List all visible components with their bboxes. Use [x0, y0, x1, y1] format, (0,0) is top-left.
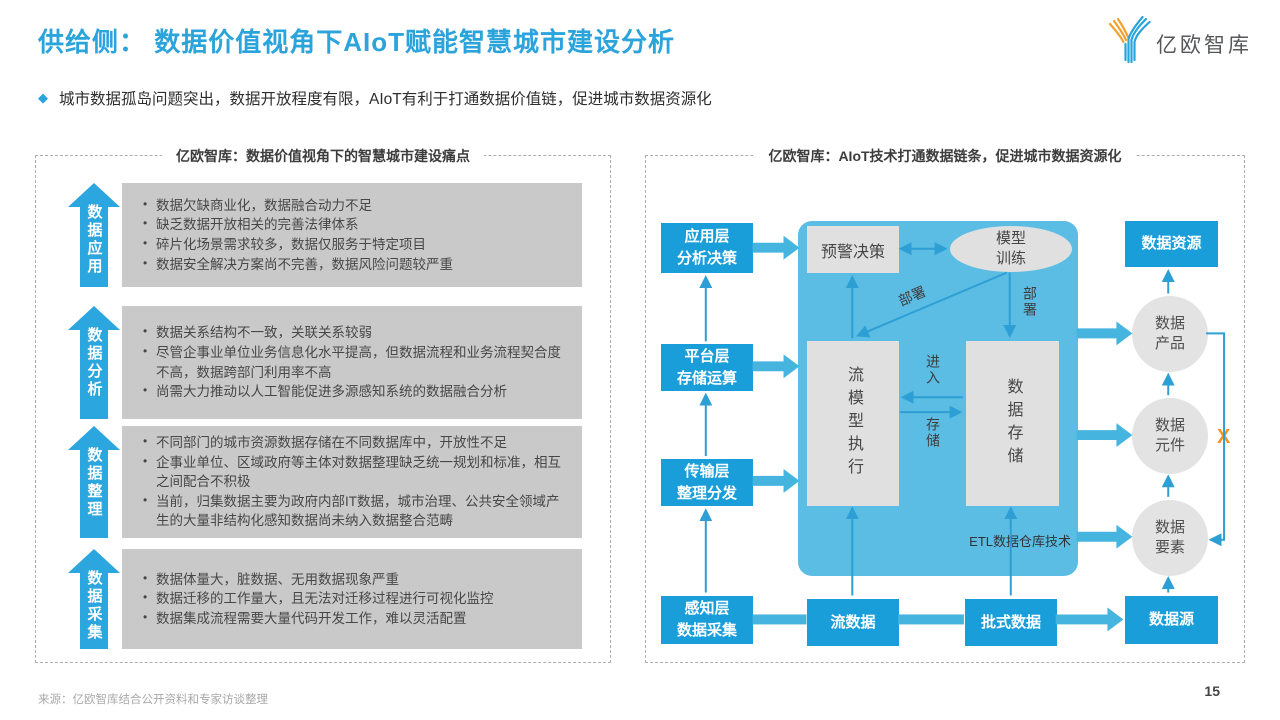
thick-arrow-to-product [1076, 321, 1133, 346]
node-platform-layer: 平台层 存储运算 [661, 344, 753, 391]
pain-bullet: 缺乏数据开放相关的完善法律体系 [142, 215, 453, 235]
node-data-source: 数据源 [1125, 596, 1218, 644]
pain-row-data-application: 数据应用 数据欠缺商业化，数据融合动力不足 缺乏数据开放相关的完善法律体系 碎片… [68, 183, 582, 287]
arrow-head [68, 426, 120, 450]
thick-bar-stream-batch [898, 614, 964, 625]
logo-icon [1106, 15, 1152, 71]
node-data-resource: 数据资源 [1125, 221, 1218, 267]
pain-bullet: 数据安全解决方案尚不完善，数据风险问题较严重 [142, 255, 453, 275]
pain-bullet: 数据集成流程需要大量代码开发工作，难以灵活配置 [142, 609, 494, 629]
key-point-text: 城市数据孤岛问题突出，数据开放程度有限，AIoT有利于打通数据价值链，促进城市数… [59, 91, 712, 108]
thick-arrow-to-component [1076, 423, 1133, 448]
page-title: 供给侧： 数据价值视角下AIoT赋能智慧城市建设分析 [38, 27, 675, 57]
node-data-component: 数据 元件 [1132, 398, 1208, 474]
stream-model-label: 流模型执行 [845, 366, 862, 481]
arrow-head [68, 183, 120, 207]
label-store: 存储 [925, 417, 941, 449]
logo-text: 亿欧智库 [1156, 33, 1252, 57]
up-arrow-icon: 数据分析 [68, 306, 120, 419]
node-transport-layer: 传输层 整理分发 [661, 459, 753, 506]
pain-bullet: 数据体量大，脏数据、无用数据现象严重 [142, 570, 494, 590]
pain-stage-label: 数据整理 [85, 447, 103, 519]
node-batch-data: 批式数据 [965, 599, 1057, 646]
pain-row-data-analysis: 数据分析 数据关系结构不一致，关联关系较弱 尽管企事业单位业务信息化水平提高，但… [68, 306, 582, 419]
node-perception-layer: 感知层 数据采集 [661, 596, 753, 644]
pain-box: 不同部门的城市资源数据存储在不同数据库中，开放性不足 企事业单位、区域政府等主体… [122, 426, 582, 538]
source-note: 来源：亿欧智库结合公开资料和专家访谈整理 [38, 694, 268, 706]
arrow-head [68, 549, 120, 573]
pain-stage-label: 数据应用 [85, 204, 103, 276]
diamond-bullet-icon: ◆ [38, 90, 48, 105]
pain-row-data-collection: 数据采集 数据体量大，脏数据、无用数据现象严重 数据迁移的工作量大，且无法对迁移… [68, 549, 582, 649]
blocked-x-icon: X [1217, 426, 1231, 448]
data-storage-label: 数据存储 [1004, 377, 1022, 470]
node-stream-model-execution: 流模型执行 [807, 341, 899, 506]
key-point-line: ◆ 城市数据孤岛问题突出，数据开放程度有限，AIoT有利于打通数据价值链，促进城… [38, 87, 712, 109]
pain-bullet: 当前，归集数据主要为政府内部IT数据，城市治理、公共安全领域产生的大量非结构化感… [142, 492, 572, 531]
thick-bar-perception-stream [752, 614, 807, 625]
node-model-training: 模型 训练 [950, 226, 1072, 272]
node-application-layer: 应用层 分析决策 [661, 223, 753, 273]
node-alert-decision: 预警决策 [807, 226, 899, 273]
pain-bullet: 企事业单位、区域政府等主体对数据整理缺乏统一规划和标准，相互之间配合不积极 [142, 453, 572, 492]
node-data-storage: 数据存储 [966, 341, 1059, 506]
label-etl-warehouse: ETL数据仓库技术 [969, 534, 1071, 549]
pain-stage-label: 数据采集 [85, 570, 103, 642]
pain-bullet: 数据关系结构不一致，关联关系较弱 [142, 323, 572, 343]
pain-box: 数据体量大，脏数据、无用数据现象严重 数据迁移的工作量大，且无法对迁移过程进行可… [122, 549, 582, 649]
pain-bullet: 数据欠缺商业化，数据融合动力不足 [142, 196, 453, 216]
up-arrow-icon: 数据应用 [68, 183, 120, 287]
aiot-flow-panel-title: 亿欧智库：AIoT技术打通数据链条，促进城市数据资源化 [754, 146, 1136, 166]
thick-arrow-to-element [1076, 524, 1133, 549]
aiot-flow-panel: 亿欧智库：AIoT技术打通数据链条，促进城市数据资源化 应用层 分析决策 平台层… [645, 146, 1245, 663]
up-arrow-icon: 数据整理 [68, 426, 120, 538]
label-deploy-vertical: 部署 [1022, 286, 1038, 318]
pain-bullet: 尽管企事业单位业务信息化水平提高，但数据流程和业务流程契合度不高，数据跨部门利用… [142, 343, 572, 382]
thick-arrow-batch-to-source [1055, 607, 1124, 632]
pain-box: 数据关系结构不一致，关联关系较弱 尽管企事业单位业务信息化水平提高，但数据流程和… [122, 306, 582, 419]
pain-bullet: 尚需大力推动以人工智能促进多源感知系统的数据融合分析 [142, 382, 572, 402]
pain-stage-label: 数据分析 [85, 327, 103, 399]
page-number: 15 [1204, 683, 1220, 699]
brand-logo: 亿欧智库 [1106, 15, 1252, 71]
pain-bullet: 不同部门的城市资源数据存储在不同数据库中，开放性不足 [142, 433, 572, 453]
pain-points-panel-title: 亿欧智库：数据价值视角下的智慧城市建设痛点 [162, 146, 484, 166]
thick-arrow-transport-in [752, 468, 800, 493]
pain-bullet: 数据迁移的工作量大，且无法对迁移过程进行可视化监控 [142, 589, 494, 609]
thick-arrow-platform-in [752, 354, 800, 379]
arrow-head [68, 306, 120, 330]
node-stream-data: 流数据 [807, 599, 899, 646]
pain-row-data-organizing: 数据整理 不同部门的城市资源数据存储在不同数据库中，开放性不足 企事业单位、区域… [68, 426, 582, 538]
up-arrow-icon: 数据采集 [68, 549, 120, 649]
pain-bullet: 碎片化场景需求较多，数据仅服务于特定项目 [142, 235, 453, 255]
pain-points-panel: 亿欧智库：数据价值视角下的智慧城市建设痛点 数据应用 数据欠缺商业化，数据融合动… [35, 146, 611, 663]
node-data-element: 数据 要素 [1132, 500, 1208, 576]
node-data-product: 数据 产品 [1132, 296, 1208, 372]
thick-arrow-application-in [752, 235, 800, 260]
pain-box: 数据欠缺商业化，数据融合动力不足 缺乏数据开放相关的完善法律体系 碎片化场景需求… [122, 183, 582, 287]
label-enter: 进入 [925, 354, 941, 386]
